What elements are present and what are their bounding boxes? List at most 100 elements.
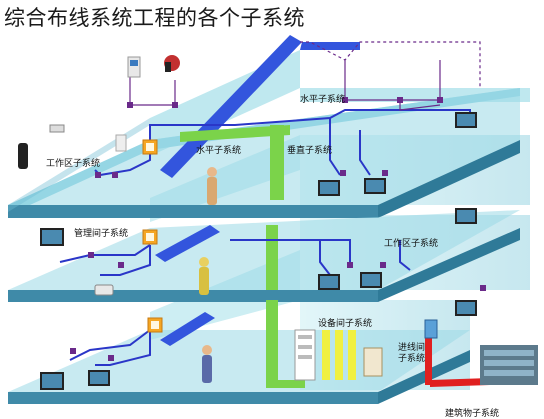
outlet-box xyxy=(95,172,101,178)
outlet-box xyxy=(112,172,118,178)
bottom-cable-2 xyxy=(95,330,151,366)
devices xyxy=(18,55,538,390)
computer-screen xyxy=(90,372,108,384)
outlet-box xyxy=(397,97,403,103)
green-riser-bottom xyxy=(266,300,278,385)
middle-cable-3 xyxy=(230,239,351,262)
outlet-box xyxy=(382,170,388,176)
computer-screen xyxy=(320,276,338,288)
top-floor-slab xyxy=(8,88,520,205)
backbone-trunk xyxy=(155,35,360,346)
vertical-cable-run xyxy=(180,125,305,388)
outlet-box xyxy=(342,97,348,103)
computer-screen xyxy=(362,274,380,286)
outlet-box xyxy=(340,170,346,176)
entrance-riser xyxy=(425,338,432,385)
label-work-area-right: 工作区子系统 xyxy=(384,237,438,249)
ground-floor-side xyxy=(378,350,470,404)
telephone-icon xyxy=(94,284,114,296)
equipment-rack-slot xyxy=(298,345,312,349)
green-riser-middle xyxy=(266,225,278,290)
outlet-box xyxy=(437,97,443,103)
backbone-trunk-middle xyxy=(155,225,220,262)
outlet-boxes xyxy=(70,97,486,361)
patch-panel-middle-face xyxy=(146,233,154,241)
label-horizontal-mid: 水平子系统 xyxy=(196,144,241,156)
computer-screen xyxy=(42,374,62,388)
person-icon xyxy=(207,167,217,177)
outlet-box xyxy=(88,252,94,258)
label-building-group: 建筑物子系统 xyxy=(445,407,499,419)
bottom-cable-1 xyxy=(69,329,151,361)
computer-screen xyxy=(366,180,384,192)
label-management: 管理间子系统 xyxy=(74,227,128,239)
computer-screen xyxy=(457,114,475,126)
middle-cable-2 xyxy=(100,245,151,276)
yellow-riser-1 xyxy=(322,330,330,380)
middle-floor-horizontal-cables xyxy=(59,239,411,276)
backbone-trunk-top xyxy=(160,35,302,178)
computer-screen xyxy=(42,230,62,244)
wall-outlet-icon xyxy=(115,134,127,152)
green-horizontal-top xyxy=(180,125,290,142)
green-connector-bottom xyxy=(266,380,305,388)
subsystem-labels: 水平子系统 水平子系统 垂直子系统 工作区子系统 工作区子系统 管理间子系统 设… xyxy=(46,93,499,419)
alarm-siren-base xyxy=(165,62,171,72)
label-entrance-line2: 子系统 xyxy=(398,352,425,364)
top-floor-side xyxy=(378,140,520,218)
equipment-rack-slot xyxy=(298,355,312,359)
equipment-rack-slot xyxy=(298,335,312,339)
person-icon xyxy=(199,257,209,267)
person-body xyxy=(207,177,217,205)
equipment-room-risers xyxy=(322,330,356,380)
computer-screen xyxy=(457,210,475,222)
label-work-area-left: 工作区子系统 xyxy=(46,157,100,169)
backbone-trunk-bottom xyxy=(160,312,215,346)
middle-floor-side xyxy=(378,228,520,302)
outlet-box xyxy=(127,102,133,108)
camera-icon xyxy=(49,124,65,133)
speaker-icon xyxy=(18,143,28,169)
patch-panel-bottom-face xyxy=(151,321,159,329)
person-body xyxy=(202,355,212,383)
diagram-title: 综合布线系统工程的各个子系统 xyxy=(4,6,305,30)
outlet-box xyxy=(480,285,486,291)
yellow-riser-3 xyxy=(348,330,356,380)
purple-link-2 xyxy=(130,80,176,106)
top-floor-front xyxy=(8,205,378,218)
patch-panel-top-face xyxy=(146,143,154,151)
external-building-windows xyxy=(484,350,534,356)
purple-link-3 xyxy=(344,60,441,101)
middle-cable-4 xyxy=(319,240,331,276)
entrance-cable xyxy=(425,338,490,387)
label-vertical: 垂直子系统 xyxy=(287,144,332,156)
green-riser-top xyxy=(270,125,284,200)
ground-floor-front xyxy=(8,392,378,404)
top-cable-3 xyxy=(329,118,341,176)
label-equipment: 设备间子系统 xyxy=(318,317,372,329)
computer-screen xyxy=(457,302,475,314)
middle-floor-front xyxy=(8,290,378,302)
patch-panels xyxy=(142,139,163,333)
outlet-box xyxy=(108,355,114,361)
outlet-box xyxy=(70,348,76,354)
middle-cable-1 xyxy=(59,244,151,263)
label-entrance-line1: 进线间 xyxy=(398,341,425,353)
label-entrance: 进线间 子系统 xyxy=(398,341,428,364)
external-building-windows xyxy=(484,360,534,366)
outlet-box xyxy=(172,102,178,108)
access-panel-screen xyxy=(130,60,138,66)
bottom-floor-horizontal-cables xyxy=(69,329,151,366)
outlet-box xyxy=(380,262,386,268)
top-floor-left-edge xyxy=(8,118,150,212)
distribution-cabinet-icon xyxy=(363,347,383,377)
entrance-line xyxy=(430,378,490,387)
purple-link-4 xyxy=(399,100,441,111)
computer-screen xyxy=(320,182,338,194)
middle-cable-5 xyxy=(399,240,411,271)
purple-link-dashed xyxy=(300,41,481,88)
external-building-windows xyxy=(484,370,534,376)
person-body xyxy=(199,267,209,295)
